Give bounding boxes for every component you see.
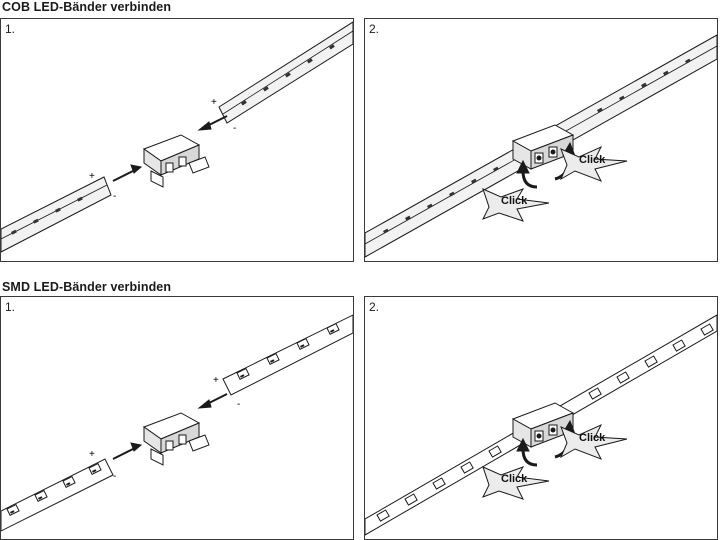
connector-icon <box>142 134 210 188</box>
connector-icon <box>142 412 210 466</box>
svg-text:Click: Click <box>501 473 528 485</box>
step-number: 1. <box>5 22 16 36</box>
cob-strip-lower: + - <box>1 171 116 253</box>
svg-text:-: - <box>113 471 116 482</box>
smd-strip-lower <box>1 458 114 532</box>
section-title-cob: COB LED-Bänder verbinden <box>2 0 172 14</box>
svg-text:+: + <box>211 97 217 108</box>
section-title-smd: SMD LED-Bänder verbinden <box>2 280 172 294</box>
panel-smd-step-2: 2. <box>364 296 718 540</box>
svg-text:+: + <box>89 171 95 182</box>
arrow-icon <box>112 164 143 182</box>
smd-step1-illustration: + - + - <box>1 314 353 532</box>
arrow-icon <box>197 115 228 131</box>
arrow-icon <box>197 393 228 409</box>
smd-strip-upper <box>222 314 353 396</box>
svg-text:-: - <box>237 399 240 410</box>
curved-arrow-icon <box>516 437 538 467</box>
arrow-icon <box>112 442 143 460</box>
connector-icon <box>511 402 575 448</box>
panel-cob-step-1: 1. + - + - <box>0 18 354 262</box>
svg-text:Click: Click <box>579 432 606 444</box>
svg-text:-: - <box>113 191 116 202</box>
smd-step2-illustration: Click Click <box>365 314 717 536</box>
panel-cob-step-2: 2. <box>364 18 718 262</box>
svg-text:Click: Click <box>501 195 528 207</box>
svg-text:Click: Click <box>579 154 606 166</box>
step-number: 2. <box>369 22 380 36</box>
panel-smd-step-1: 1. + - <box>0 296 354 540</box>
click-star-icon: Click <box>559 145 628 182</box>
svg-text:+: + <box>89 449 95 460</box>
step-number: 2. <box>369 300 380 314</box>
svg-text:+: + <box>213 375 219 386</box>
step-number: 1. <box>5 300 16 314</box>
cob-step1-illustration: + - + - <box>1 21 353 253</box>
connector-icon <box>511 124 575 170</box>
click-star-icon: Click <box>481 466 550 500</box>
cob-step2-illustration: Click Click <box>365 34 717 258</box>
click-star-icon: Click <box>559 423 628 460</box>
click-star-icon: Click <box>481 188 550 222</box>
cob-strip-upper: + - <box>211 21 353 134</box>
curved-arrow-icon <box>516 159 538 189</box>
svg-text:-: - <box>233 123 236 134</box>
